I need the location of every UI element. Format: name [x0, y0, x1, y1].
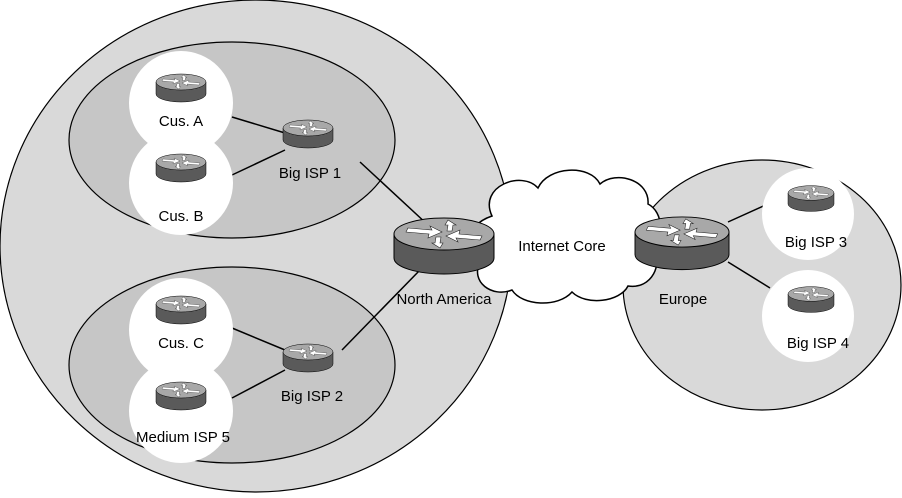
cus-c-label: Cus. C	[158, 335, 204, 352]
link-cus-c-big-isp-2	[231, 327, 286, 351]
medium-isp-5-label: Medium ISP 5	[136, 429, 230, 446]
big-isp-3-router	[787, 185, 835, 212]
link-cus-b-big-isp-1	[231, 149, 286, 176]
big-isp-2-router	[282, 343, 334, 373]
cus-a-router	[155, 73, 207, 103]
link-big-isp-1-north-america	[359, 161, 429, 226]
big-isp-2-region	[68, 266, 396, 464]
cus-b-router	[155, 153, 207, 183]
north-america-router	[393, 217, 495, 275]
europe-region	[622, 159, 902, 411]
link-cus-a-big-isp-1	[231, 116, 286, 134]
internet-core-label: Internet Core	[518, 238, 606, 255]
big-isp-4-router	[787, 286, 835, 313]
big-isp-1-label: Big ISP 1	[279, 165, 341, 182]
north-america-label: North America	[396, 291, 492, 308]
big-isp-4-label: Big ISP 4	[787, 335, 849, 352]
big-isp-2-label: Big ISP 2	[281, 388, 343, 405]
link-medium-isp-5-big-isp-2	[231, 369, 286, 399]
europe-label: Europe	[659, 291, 707, 308]
cus-c-router	[155, 295, 207, 325]
internet-core-cloud	[466, 169, 662, 304]
link-europe-big-isp-4	[727, 261, 771, 289]
cus-b-label: Cus. B	[158, 208, 203, 225]
big-isp-1-region	[68, 41, 396, 239]
links	[231, 116, 771, 399]
europe-router	[634, 216, 730, 271]
big-isp-3-label: Big ISP 3	[785, 234, 847, 251]
cus-a-label: Cus. A	[159, 113, 203, 130]
link-big-isp-2-north-america	[341, 269, 421, 351]
big-isp-1-router	[282, 119, 334, 149]
router-halos	[129, 51, 854, 463]
medium-isp-5-router	[155, 381, 207, 411]
